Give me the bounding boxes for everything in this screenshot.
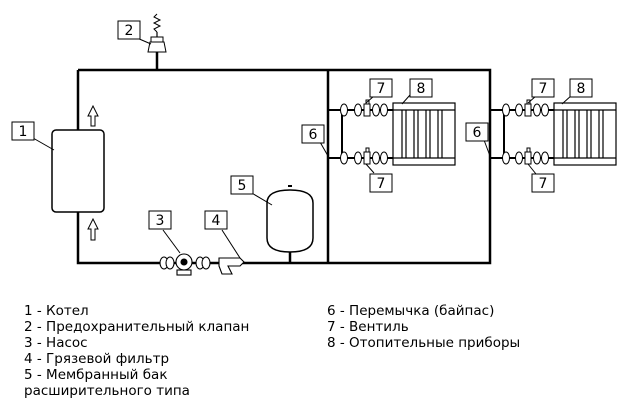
callout-boxes	[11, 20, 593, 230]
callout-filter: 4	[212, 213, 221, 229]
radiator-right	[553, 102, 617, 166]
legend-item: 6 - Перемычка (байпас)	[327, 303, 495, 319]
callout-valve-3: 7	[539, 81, 548, 97]
legend-item: 2 - Предохранительный клапан	[24, 319, 250, 335]
legend-item: 5 - Мембранный бак	[24, 367, 168, 383]
callout-radiator-right: 8	[577, 81, 586, 97]
callout-valve-4: 7	[539, 176, 548, 192]
legend-right: 6 - Перемычка (байпас) 7 - Вентиль 8 - О…	[327, 303, 520, 351]
radiator-left-piping	[328, 109, 393, 159]
legend-left: 1 - Котел 2 - Предохранительный клапан 3…	[24, 303, 249, 399]
flow-arrow-icon	[87, 104, 99, 241]
heating-system-diagram: 1 2 3 4 5 6 6 7 7 8 7 7 8	[11, 13, 617, 276]
pump-icon	[159, 253, 211, 276]
callout-bypass-right: 6	[473, 125, 482, 141]
legend-item: 4 - Грязевой фильтр	[24, 351, 170, 367]
callout-labels: 1 2 3 4 5 6 6 7 7 8 7 7 8	[19, 23, 586, 229]
radiator-left	[392, 102, 456, 166]
legend-item: 1 - Котел	[24, 303, 89, 319]
expansion-tank	[266, 185, 314, 253]
radiator-right-piping	[490, 109, 554, 159]
callout-radiator-left: 8	[417, 81, 426, 97]
callout-valve-1: 7	[377, 81, 386, 97]
legend-item: 7 - Вентиль	[327, 319, 409, 335]
valve-icon	[340, 99, 388, 165]
safety-valve-icon	[147, 13, 167, 53]
callout-bypass-left: 6	[309, 127, 318, 143]
callout-tank: 5	[238, 178, 247, 194]
legend-item: 8 - Отопительные приборы	[327, 335, 521, 351]
dirt-filter-icon	[218, 257, 245, 275]
legend-item: расширительного типа	[24, 383, 190, 399]
callout-valve-2: 7	[377, 176, 386, 192]
boiler	[51, 129, 105, 213]
callout-pump: 3	[156, 213, 165, 229]
callout-boiler: 1	[19, 124, 28, 140]
callout-safety-valve: 2	[125, 23, 134, 39]
valve-icon	[502, 99, 549, 165]
legend-item: 3 - Насос	[24, 335, 88, 351]
